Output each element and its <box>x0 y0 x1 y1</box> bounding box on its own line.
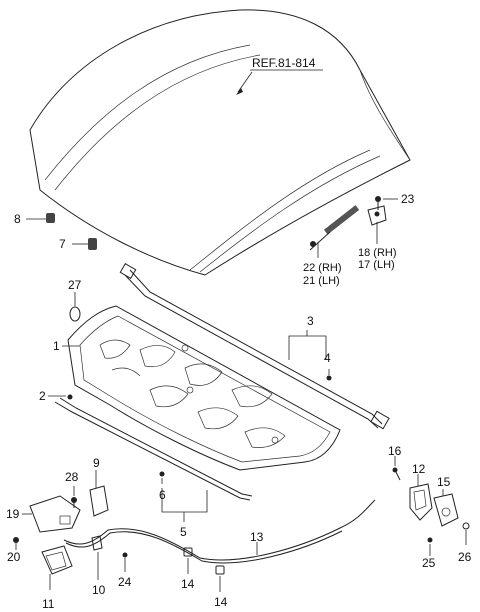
callout-14b: 14 <box>214 595 228 609</box>
callout-27: 27 <box>68 278 82 292</box>
callout-20: 20 <box>7 550 21 564</box>
callout-6: 6 <box>159 488 166 502</box>
cable-clip-14b: 14 <box>214 565 228 609</box>
callout-8: 8 <box>14 212 21 226</box>
bolt-4: 4 <box>324 351 332 381</box>
safety-hook-12: 12 <box>409 462 433 521</box>
release-handle-11: 11 <box>41 545 73 611</box>
clip-24: 24 <box>118 552 132 589</box>
callout-23: 23 <box>401 192 415 206</box>
callout-28: 28 <box>65 470 79 484</box>
hood-stay-bracket: 18 (RH) 17 (LH) <box>358 205 397 271</box>
callout-26: 26 <box>458 550 472 564</box>
hood-lock-15: 15 <box>433 475 459 527</box>
callout-13: 13 <box>250 530 264 544</box>
callout-5: 5 <box>180 525 187 539</box>
callout-21: 21 (LH) <box>303 275 340 287</box>
hood-bumper-7: 7 <box>59 237 97 251</box>
callout-18: 18 (RH) <box>358 247 397 259</box>
callout-1: 1 <box>53 339 60 353</box>
hood-latch-19: 19 <box>6 495 81 533</box>
callout-14a: 14 <box>181 577 195 591</box>
seal-2: 2 <box>39 389 73 403</box>
callout-25: 25 <box>422 556 436 570</box>
callout-3: 3 <box>307 314 314 328</box>
callout-10: 10 <box>92 583 106 597</box>
callout-19: 19 <box>6 507 20 521</box>
callout-15: 15 <box>437 475 451 489</box>
callout-17: 17 (LH) <box>358 259 395 271</box>
nut-26: 26 <box>458 522 472 564</box>
release-cable-13: 13 <box>63 499 376 564</box>
clip-27: 27 <box>68 278 82 322</box>
callout-24: 24 <box>118 575 132 589</box>
callout-7: 7 <box>59 237 66 251</box>
callout-12: 12 <box>412 462 426 476</box>
hood-bumper-8: 8 <box>14 212 55 226</box>
callout-4: 4 <box>324 351 331 365</box>
bolt-16: 16 <box>388 444 402 481</box>
hood-inner-panel: 1 <box>53 305 341 471</box>
bolt-28: 28 <box>65 470 79 508</box>
callout-9: 9 <box>93 456 100 470</box>
screw-10: 10 <box>91 535 106 597</box>
latch-bracket-9: 9 <box>89 456 109 517</box>
callout-2: 2 <box>39 389 46 403</box>
callout-22: 22 (RH) <box>303 262 342 274</box>
callout-11: 11 <box>42 597 55 611</box>
callout-16: 16 <box>388 444 402 458</box>
reference-label: REF.81-814 <box>252 56 316 70</box>
hood-lift-support: 22 (RH) 21 (LH) <box>303 205 360 287</box>
reference-callout: REF.81-814 <box>236 56 323 95</box>
screw-25: 25 <box>422 537 436 570</box>
hood-panel <box>29 9 411 276</box>
cable-clip-14a: 14 <box>181 547 195 591</box>
bolt-20: 20 <box>7 537 21 564</box>
clip-6: 6 <box>159 471 166 502</box>
bolt-23: 23 <box>375 192 415 210</box>
hood-seal-strip: 5 <box>54 397 253 539</box>
hood-weatherstrip: 3 <box>119 262 390 430</box>
